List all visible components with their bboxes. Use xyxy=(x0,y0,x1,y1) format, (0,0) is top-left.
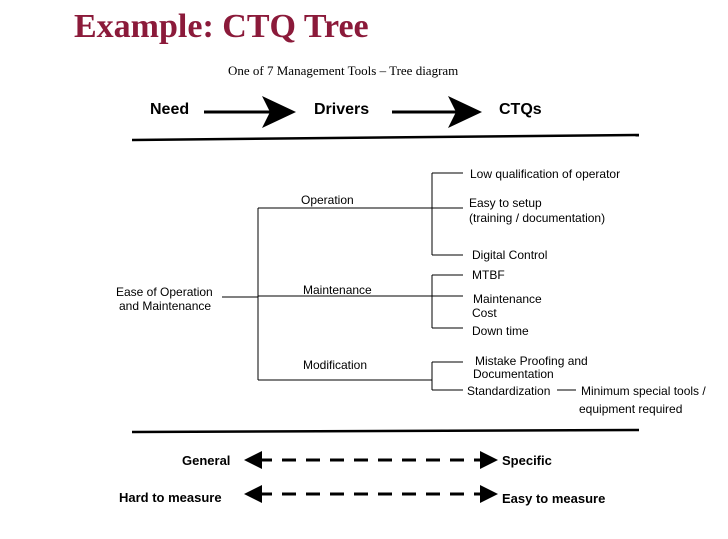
ctq-mistake-proofing-line1: Mistake Proofing and xyxy=(475,354,588,368)
ctq-down-time: Down time xyxy=(472,324,529,338)
driver-maintenance: Maintenance xyxy=(303,283,372,297)
label-general: General xyxy=(182,453,231,468)
driver-operation: Operation xyxy=(301,193,354,207)
driver-modification: Modification xyxy=(303,358,368,372)
label-easy-to-measure: Easy to measure xyxy=(502,491,606,506)
top-divider xyxy=(131,133,640,142)
ctq-easy-setup-line2: (training / documentation) xyxy=(469,211,606,225)
ctq-mtbf: MTBF xyxy=(472,268,505,282)
slide-title: Example: CTQ Tree xyxy=(74,8,369,45)
ctq-min-tools-line1: Minimum special tools / xyxy=(581,384,706,398)
label-hard-to-measure: Hard to measure xyxy=(119,490,222,505)
ctq-mistake-proofing-line2: Documentation xyxy=(473,367,554,381)
header-need: Need xyxy=(150,101,190,118)
ctq-easy-setup-line1: Easy to setup xyxy=(469,196,542,210)
ctq-digital-control: Digital Control xyxy=(472,248,548,262)
ctq-min-tools-line2: equipment required xyxy=(579,402,683,416)
ctq-standardization: Standardization xyxy=(467,384,551,398)
need-label-line2: and Maintenance xyxy=(119,299,212,313)
arrowhead-1 xyxy=(262,96,296,128)
label-specific: Specific xyxy=(502,453,552,468)
need-label-line1: Ease of Operation xyxy=(116,285,213,299)
bottom-divider xyxy=(131,428,640,434)
slide-subtitle: One of 7 Management Tools – Tree diagram xyxy=(228,63,459,78)
ctq-low-qualification: Low qualification of operator xyxy=(470,167,621,181)
header-ctqs: CTQs xyxy=(499,101,542,118)
ctq-maintenance-cost-line1: Maintenance xyxy=(473,292,542,306)
ctq-maintenance-cost-line2: Cost xyxy=(472,306,497,320)
header-drivers: Drivers xyxy=(314,101,370,118)
arrowhead-2 xyxy=(448,96,482,128)
